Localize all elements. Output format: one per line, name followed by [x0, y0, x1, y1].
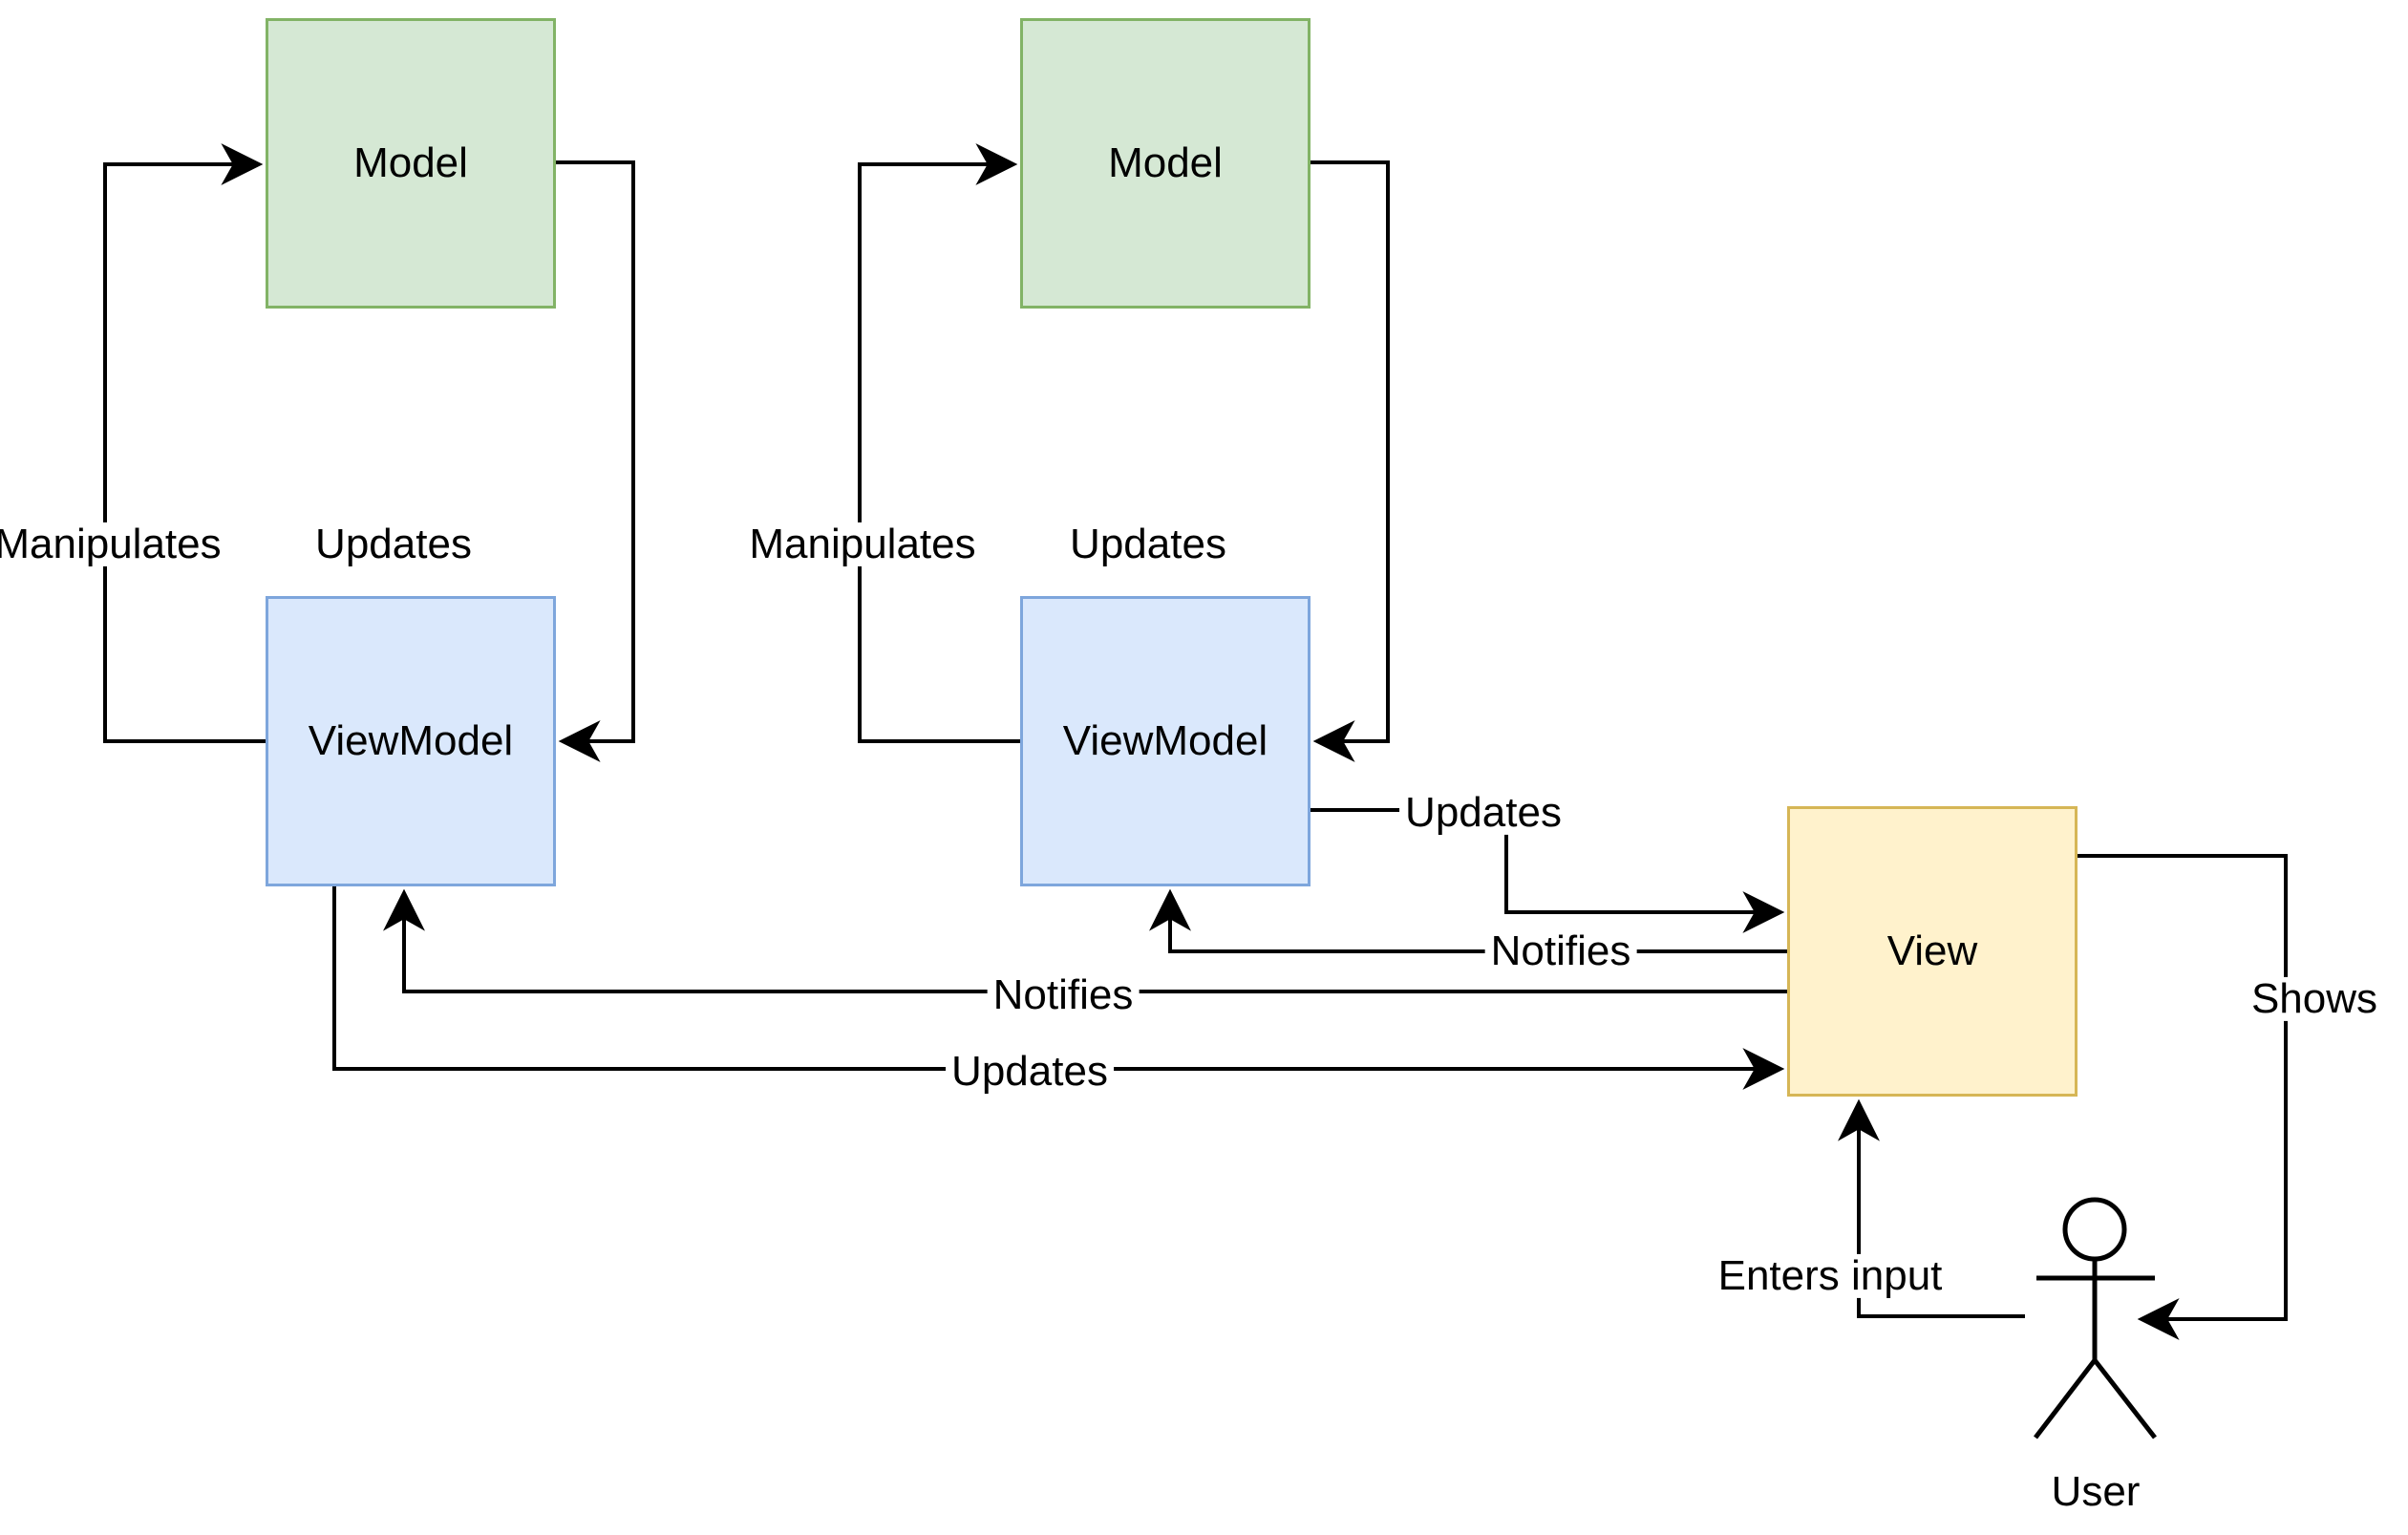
- edge-label-updates-vm-right-view: Updates: [1399, 790, 1567, 836]
- node-model-right-label: Model: [1108, 139, 1223, 186]
- node-model-left[interactable]: Model: [266, 18, 556, 309]
- node-viewmodel-right-label: ViewModel: [1062, 717, 1268, 764]
- edge-label-shows-view-user: Shows: [2245, 976, 2384, 1022]
- edge-notifies-view-vm-right: [1149, 888, 1787, 953]
- node-viewmodel-left[interactable]: ViewModel: [266, 596, 556, 886]
- node-viewmodel-right[interactable]: ViewModel: [1020, 596, 1311, 886]
- edge-manipulates-right: [858, 143, 1020, 743]
- node-model-right[interactable]: Model: [1020, 18, 1311, 309]
- edge-enters-input-user-view: [1838, 1098, 2025, 1318]
- edge-shows-view-user: [2078, 854, 2288, 1340]
- edge-notifies-view-vm-left: [383, 888, 1787, 993]
- edge-label-notifies-view-vm-right: Notifies: [1484, 928, 1637, 974]
- edge-updates-right: [1311, 160, 1390, 762]
- edge-label-enters-input-user-view: Enters input: [1712, 1253, 1949, 1299]
- node-viewmodel-left-label: ViewModel: [308, 717, 514, 764]
- node-model-left-label: Model: [353, 139, 468, 186]
- edge-manipulates-left: [103, 143, 266, 743]
- edge-label-notifies-view-vm-left: Notifies: [987, 972, 1140, 1018]
- node-view[interactable]: View: [1787, 806, 2078, 1097]
- user-head-icon: [2062, 1197, 2127, 1262]
- edge-label-updates-left: Updates: [309, 522, 478, 567]
- edge-label-updates-vm-left-view: Updates: [946, 1049, 1114, 1095]
- edge-label-manipulates-right: Manipulates: [743, 522, 982, 567]
- edge-label-manipulates-left: Manipulates: [0, 522, 227, 567]
- edge-updates-vm-left-view: [332, 886, 1785, 1090]
- edge-updates-left: [556, 160, 635, 762]
- node-view-label: View: [1886, 927, 1978, 974]
- actor-user-label: User: [2051, 1468, 2141, 1515]
- edge-label-updates-right: Updates: [1064, 522, 1232, 567]
- user-legs-icon: [2034, 1358, 2157, 1439]
